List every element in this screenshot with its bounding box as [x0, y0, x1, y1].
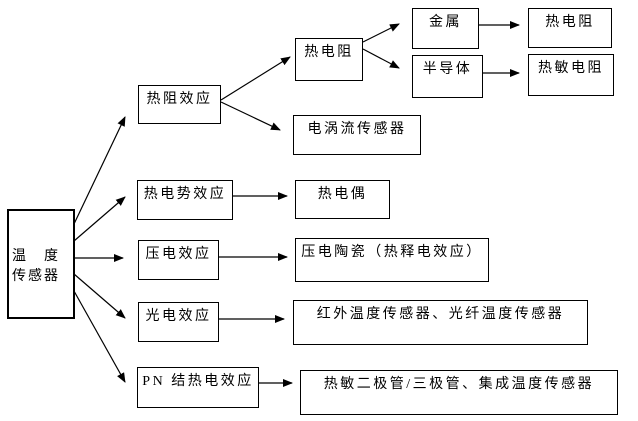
node-pn-junction-thermoelectric-effect: PN 结热电效应	[137, 367, 259, 408]
arrow-thermal-resistance-to-thermistor	[220, 56, 291, 101]
node-photoelectric-effect: 光电效应	[138, 302, 219, 342]
node-metal: 金属	[412, 8, 479, 49]
arrow-thermistor-to-semiconductor	[362, 48, 400, 69]
node-piezoelectric-ceramic: 压电陶瓷（热释电效应）	[295, 238, 489, 282]
arrow-root-to-thermoelectric-effect	[73, 196, 126, 242]
node-temperature-sensor: 温 度 传感器	[7, 209, 75, 319]
node-thermocouple: 热电偶	[295, 180, 390, 219]
node-semiconductor: 半导体	[412, 55, 483, 98]
arrow-root-to-thermal-resistance-effect	[73, 116, 126, 225]
node-thermal-resistance-effect: 热阻效应	[138, 85, 221, 124]
arrow-root-to-pn-junction-effect	[73, 290, 126, 383]
node-metal-thermistor: 热电阻	[528, 8, 612, 48]
arrow-thermistor-to-metal	[362, 23, 400, 43]
node-infrared-fiber-temperature-sensors: 红外温度传感器、光纤温度传感器	[293, 300, 588, 345]
node-piezoelectric-effect: 压电效应	[138, 240, 219, 280]
node-thermistor: 热电阻	[295, 38, 363, 81]
node-semiconductor-thermistor: 热敏电阻	[528, 54, 614, 96]
arrow-root-to-photoelectric-effect	[73, 273, 126, 319]
node-temperature-sensor-line1: 温 度	[12, 248, 60, 264]
node-eddy-current-sensor: 电涡流传感器	[293, 115, 421, 155]
arrow-thermal-resistance-to-eddy-current	[220, 101, 281, 131]
node-temperature-sensor-line2: 传感器	[12, 268, 60, 284]
node-integrated-temperature-sensors: 热敏二极管/三极管、集成温度传感器	[300, 370, 618, 415]
node-thermoelectric-potential-effect: 热电势效应	[137, 180, 233, 220]
